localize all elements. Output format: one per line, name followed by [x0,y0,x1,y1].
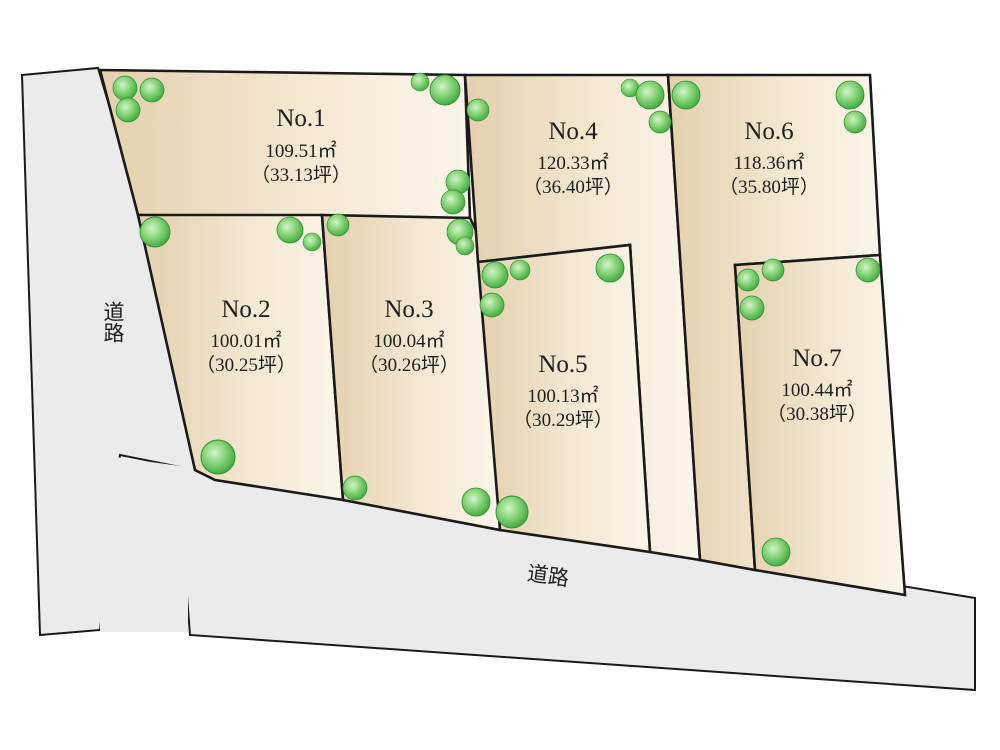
tree-icon [761,258,785,282]
road-west-label: 道路 [101,301,125,343]
road-junction [100,455,215,632]
lot-7-number: No.7 [792,345,841,372]
tree-icon [200,439,236,475]
tree-icon [466,98,490,122]
lot-2-tsubo: （30.25坪） [196,354,296,376]
tree-icon [736,268,760,292]
lot-3-label: No.3 100.04㎡ （30.26坪） [359,296,459,376]
tree-icon [115,97,141,123]
lot-4-number: No.4 [548,118,598,145]
tree-icon [455,236,475,256]
lot-1-number: No.1 [276,105,325,132]
tree-icon [495,495,529,529]
tree-icon [835,80,865,110]
lot-7-label: No.7 100.44㎡ （30.38坪） [767,345,867,425]
lot-5-tsubo: （30.29坪） [513,409,613,431]
lot-6-tsubo: （35.80坪） [719,176,819,198]
tree-icon [855,257,881,283]
tree-icon [276,216,304,244]
lot-6-area: 118.36㎡ [734,151,805,174]
lot-5[interactable] [476,243,652,554]
lot-1-area: 109.51㎡ [265,139,336,162]
lot-2[interactable] [136,213,345,502]
tree-icon [302,232,322,252]
tree-icon [739,295,765,321]
lot-7-area: 100.44㎡ [781,378,852,401]
tree-icon [342,475,368,501]
lot-4-tsubo: （36.40坪） [523,176,623,198]
lot-5-area: 100.13㎡ [527,384,598,407]
lot-2-number: No.2 [221,296,270,323]
tree-icon [429,74,461,106]
tree-icon [761,537,791,567]
tree-icon [843,110,867,134]
lot-1-tsubo: （33.13坪） [251,164,351,186]
tree-icon [481,261,509,289]
lot-4-label: No.4 120.33㎡ （36.40坪） [523,118,623,198]
tree-icon [410,72,430,92]
tree-icon [648,110,672,134]
tree-icon [479,292,505,318]
lot-3-number: No.3 [384,296,433,323]
tree-icon [509,259,531,281]
tree-icon [139,216,171,248]
lot-6-label: No.6 118.36㎡ （35.80坪） [719,118,819,198]
lot-4-area: 120.33㎡ [537,151,608,174]
lot-2-label: No.2 100.01㎡ （30.25坪） [196,296,296,376]
lot-3-tsubo: （30.26坪） [359,354,459,376]
tree-icon [635,80,665,110]
lot-7[interactable] [733,253,907,597]
road-south-label: 道路 [526,561,571,591]
tree-icon [595,253,625,283]
lot-7-tsubo: （30.38坪） [767,403,867,425]
lot-3-area: 100.04㎡ [373,329,444,352]
lot-1-label: No.1 109.51㎡ （33.13坪） [251,105,351,186]
tree-icon [671,80,701,110]
lot-5-label: No.5 100.13㎡ （30.29坪） [513,351,613,431]
tree-icon [461,487,491,517]
lot-5-number: No.5 [538,351,587,378]
tree-icon [112,75,138,101]
tree-icon [139,77,165,103]
tree-icon [326,213,350,237]
lot-6-number: No.6 [744,118,793,145]
tree-icon [440,189,466,215]
lot-2-area: 100.01㎡ [210,329,281,352]
